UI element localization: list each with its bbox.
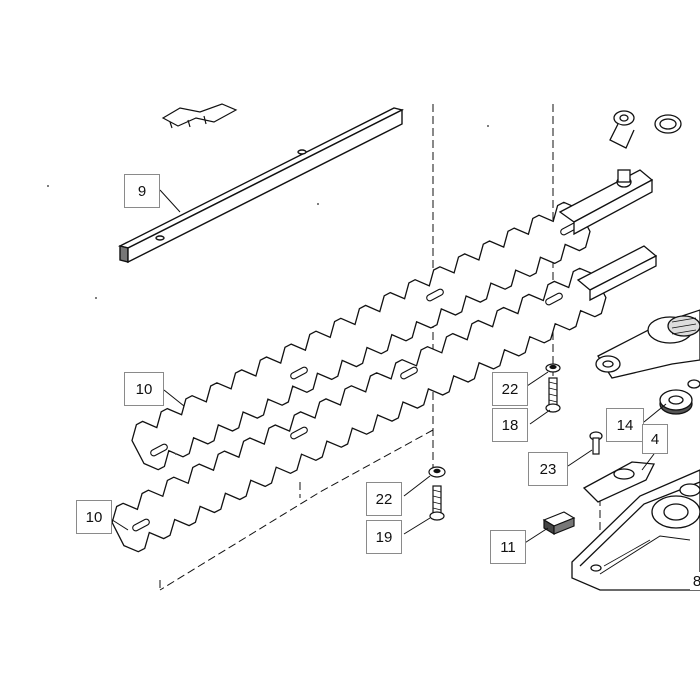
block-part-11: [542, 511, 576, 536]
plate-part-4: [582, 461, 656, 503]
blade-shanks: [558, 169, 658, 302]
callout-18: 18: [492, 408, 528, 442]
leader-lines: [105, 189, 667, 547]
callout-10-upper: 10: [124, 372, 164, 406]
top-right-bushings: [609, 110, 682, 149]
callout-22-lower: 22: [366, 482, 402, 516]
callout-10-lower: 10: [76, 500, 112, 534]
callout-19: 19: [366, 520, 402, 554]
scan-specks: [47, 125, 489, 455]
partial-part-top: [161, 103, 238, 129]
callout-8: 8: [690, 572, 700, 590]
screw-part-23: [589, 431, 603, 455]
callout-14: 14: [606, 408, 644, 442]
gear-case: [571, 469, 700, 591]
eccentric-link: [595, 309, 700, 379]
bearing-part-14: [659, 379, 700, 415]
callout-23: 23: [528, 452, 568, 486]
bolt-18-and-washer-22: [545, 363, 561, 413]
guide-bar-part-9: [118, 107, 404, 264]
callout-22-upper: 22: [492, 372, 528, 406]
callout-4: 4: [642, 424, 668, 454]
callout-11: 11: [490, 530, 526, 564]
bolt-19-and-washer-22: [428, 466, 446, 521]
blade-slots: [132, 222, 578, 532]
callout-9: 9: [124, 174, 160, 208]
